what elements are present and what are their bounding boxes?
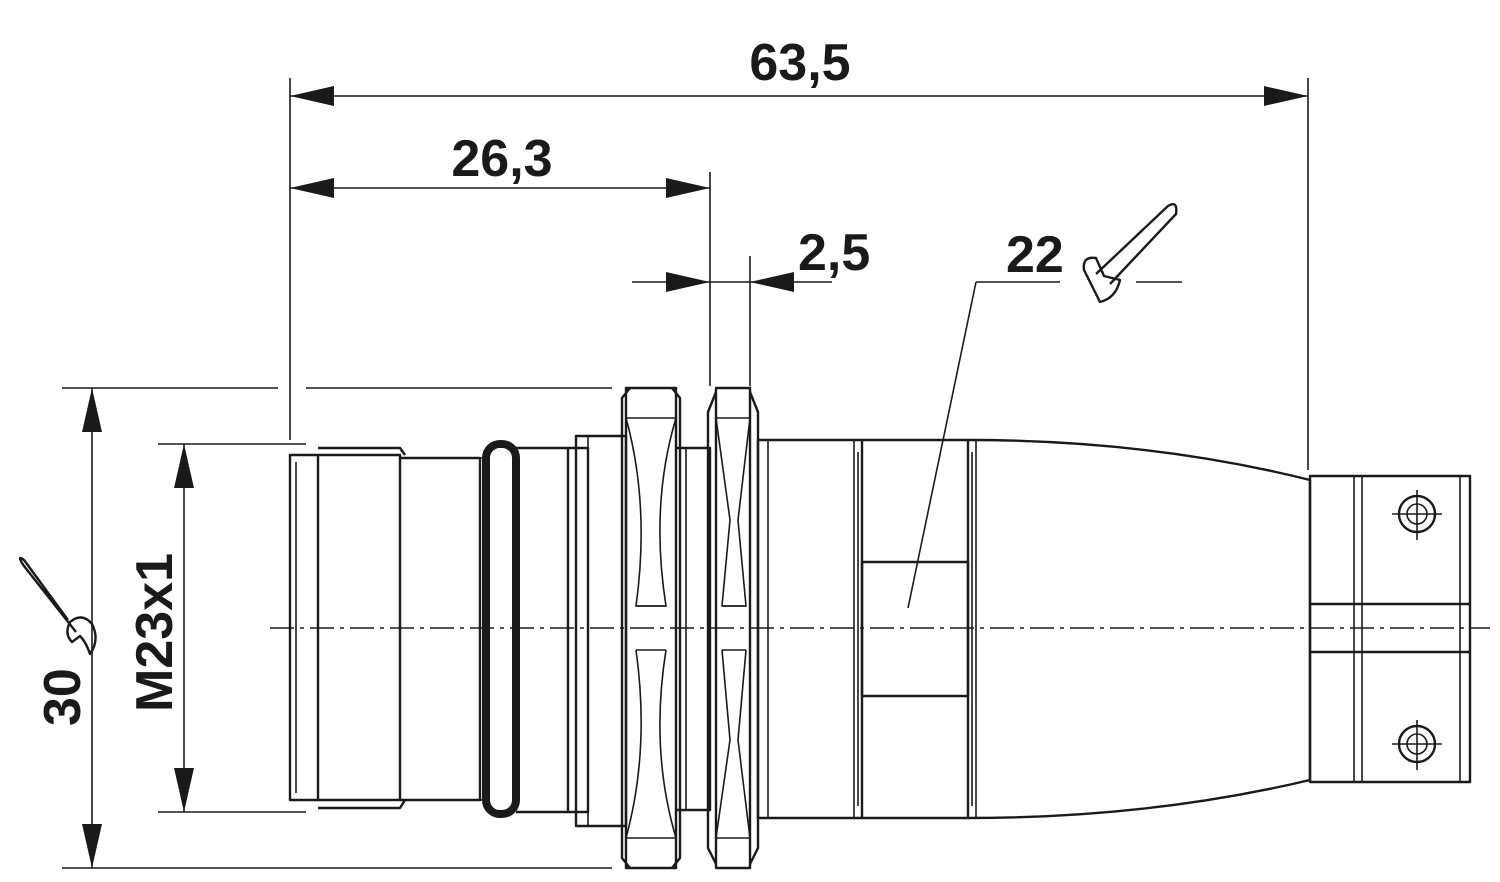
dim-label-body: 26,3 bbox=[451, 130, 552, 188]
dim-label-wrench-22: 22 bbox=[1006, 226, 1064, 284]
cable-gland bbox=[967, 438, 1312, 820]
dim-label-overall: 63,5 bbox=[749, 34, 850, 92]
hex-nut-22 bbox=[857, 438, 973, 820]
o-ring bbox=[482, 440, 520, 818]
screw-bottom bbox=[1392, 720, 1442, 770]
strain-relief-clamp bbox=[1308, 474, 1472, 784]
dim-label-wrench-30: 30 bbox=[34, 668, 92, 726]
dimension-gap: 2,5 bbox=[632, 224, 870, 386]
screw-top bbox=[1392, 490, 1442, 540]
dimension-thread: M23x1 bbox=[126, 443, 306, 813]
panel-nut-front bbox=[620, 386, 682, 870]
wrench-icon bbox=[18, 556, 97, 656]
dim-label-gap: 2,5 bbox=[798, 224, 870, 282]
connector-body bbox=[288, 386, 1472, 870]
dimension-overall: 63,5 bbox=[289, 34, 1309, 470]
dim-label-thread: M23x1 bbox=[126, 553, 184, 712]
dimension-panel-30: 30 bbox=[18, 387, 612, 869]
dimension-body: 26,3 bbox=[290, 130, 711, 386]
wrench-icon bbox=[1082, 203, 1178, 304]
dimension-nut-wrench: 22 bbox=[907, 203, 1182, 609]
